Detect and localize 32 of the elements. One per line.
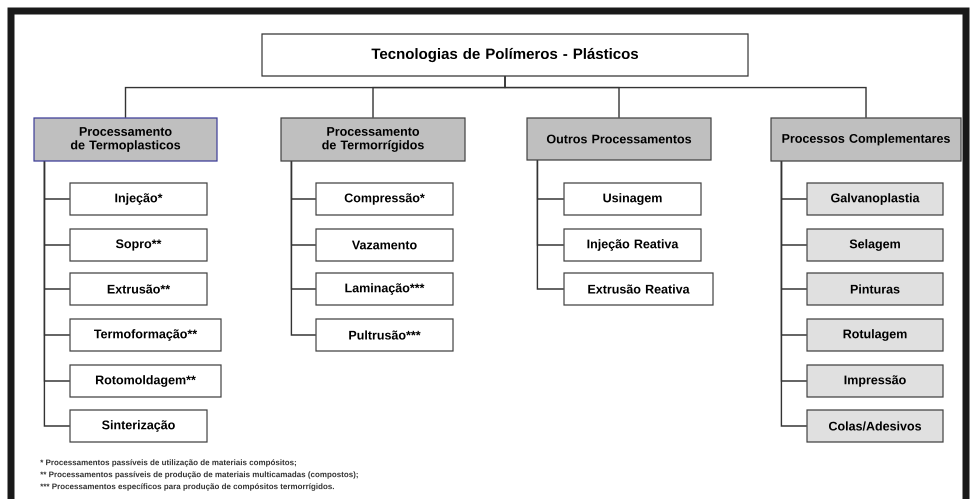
process-box: Pinturas <box>806 272 944 306</box>
process-box: Selagem <box>806 228 944 262</box>
category-box: Outros Processamentos <box>526 117 712 161</box>
process-box: Sopro** <box>69 228 208 262</box>
process-box: Laminação*** <box>315 272 454 306</box>
category-box: Processamento de Termoplasticos <box>33 117 218 162</box>
process-box: Colas/Adesivos <box>806 409 944 443</box>
process-box: Sinterização <box>69 409 208 443</box>
process-box: Termoformação** <box>69 318 222 352</box>
category-box: Processamento de Termorrígidos <box>280 117 466 162</box>
connector-line <box>44 162 70 427</box>
category-box: Processos Complementares <box>770 117 962 162</box>
process-box: Galvanoplastia <box>806 182 944 216</box>
process-box: Impressão <box>806 364 944 398</box>
process-box: Injeção* <box>69 182 208 216</box>
process-box: Compressão* <box>315 182 454 216</box>
process-box: Extrusão** <box>69 272 208 306</box>
process-box: Rotulagem <box>806 318 944 352</box>
connector-line <box>536 160 564 290</box>
connector-line <box>780 162 806 427</box>
process-box: Vazamento <box>315 228 454 262</box>
process-box: Rotomoldagem** <box>69 364 222 398</box>
footnote: * Processamentos passíveis de utilização de materiais compósitos; <box>40 459 296 467</box>
connector-line <box>504 76 867 118</box>
process-box: Pultrusão*** <box>315 318 454 352</box>
process-box: Extrusão Reativa <box>563 272 714 306</box>
footnote: ** Processamentos passíveis de produção de materiais multicamadas (compostos); <box>40 471 358 479</box>
footnote: *** Processamentos específicos para produção de compósitos termorrígidos. <box>40 483 334 491</box>
process-box: Injeção Reativa <box>563 228 702 262</box>
process-box: Usinagem <box>563 182 702 216</box>
root-box: Tecnologias de Polímeros - Plásticos <box>261 33 749 77</box>
connector-line <box>290 162 316 336</box>
